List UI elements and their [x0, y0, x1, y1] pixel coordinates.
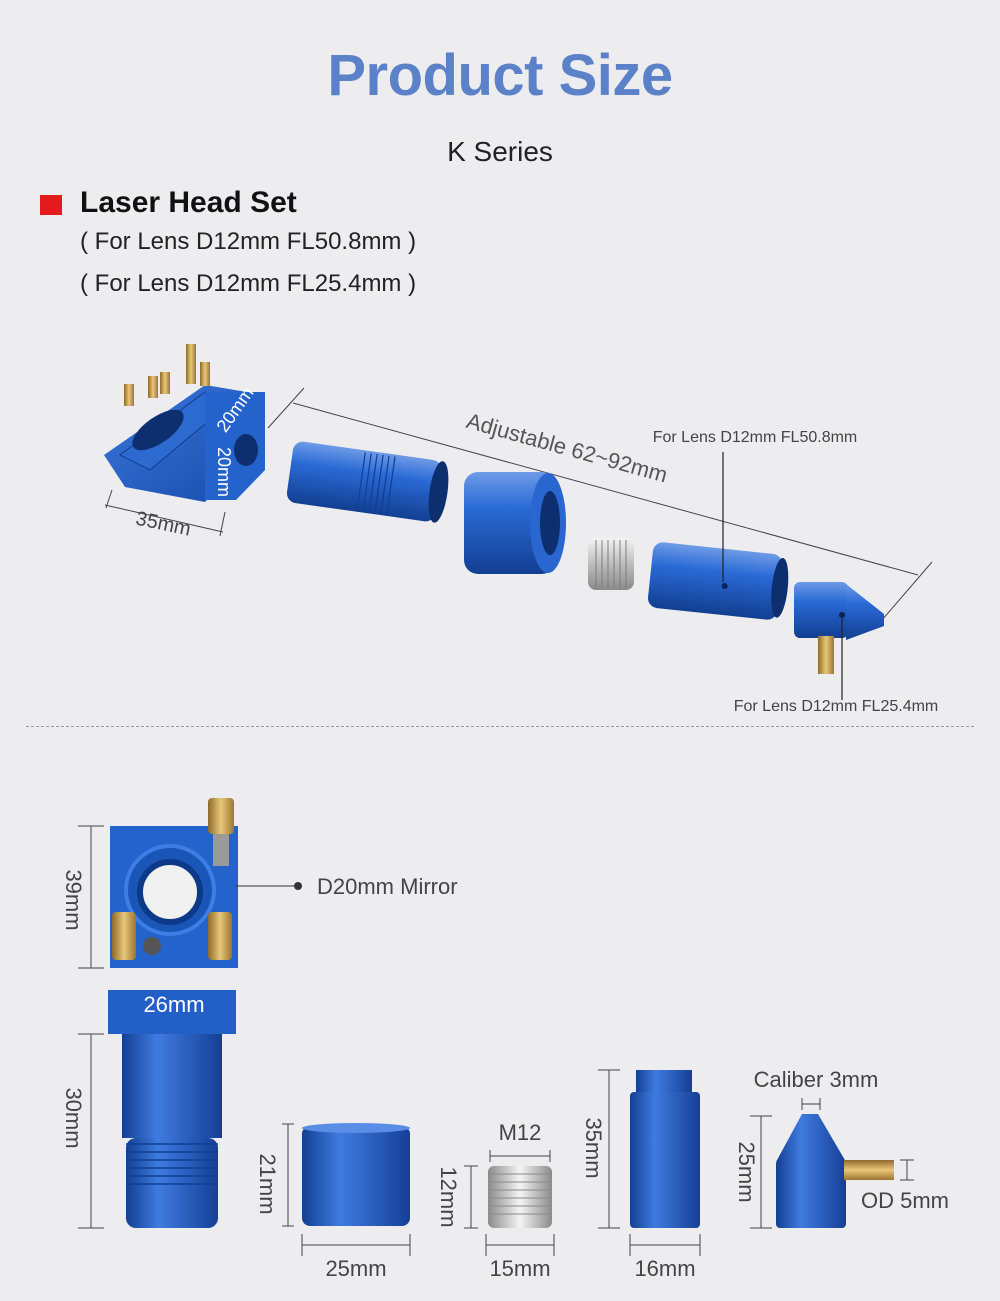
- exploded-view-diagram: 20mm 20mm 35mm Adjustable 62~92mm: [104, 344, 939, 715]
- tube-length-dim: 30mm: [61, 1087, 86, 1148]
- section-title: Laser Head Set: [80, 186, 297, 219]
- section-marker-icon: [40, 195, 62, 215]
- mirror-callout-dot: [294, 882, 302, 890]
- mount-height-dim: 39mm: [61, 869, 86, 930]
- nut-height-dim: 21mm: [255, 1153, 280, 1214]
- parts-dimension-diagram: 39mm 26mm D20mm Mirror 30mm 21mm 25mm: [61, 798, 949, 1281]
- mount-width-dim: 26mm: [143, 992, 204, 1017]
- knurled-nut-front: [302, 1123, 410, 1226]
- adjustable-dimline: [292, 402, 919, 576]
- nozzle-caliber-label: Caliber 3mm: [754, 1067, 879, 1092]
- ring-width-dim: 15mm: [489, 1256, 550, 1281]
- series-subtitle: K Series: [447, 136, 553, 167]
- ring-thread-label: M12: [499, 1120, 542, 1145]
- mount-width-dim: 35mm: [134, 508, 193, 541]
- thread-ring-exploded: [588, 538, 634, 590]
- mount-width-dimline: [104, 504, 224, 533]
- mirror-mount-exploded: [104, 344, 265, 502]
- callout-fl508: For Lens D12mm FL50.8mm: [653, 429, 858, 446]
- lens-tube-exploded: [286, 441, 449, 523]
- callout-fl254: For Lens D12mm FL25.4mm: [734, 698, 939, 715]
- extension-width-dim: 16mm: [634, 1256, 695, 1281]
- knurled-nut-exploded: [464, 472, 566, 574]
- extension-length-dim: 35mm: [581, 1117, 606, 1178]
- nozzle-front: [776, 1114, 894, 1228]
- mirror-label: D20mm Mirror: [317, 874, 458, 899]
- thread-ring-front: [488, 1166, 552, 1228]
- ring-height-dim: 12mm: [436, 1166, 461, 1227]
- nozzle-od-label: OD 5mm: [861, 1188, 949, 1213]
- lens-tube-front: [122, 1034, 222, 1228]
- lens-note-fl254: ( For Lens D12mm FL25.4mm ): [80, 270, 417, 297]
- lens-note-fl508: ( For Lens D12mm FL50.8mm ): [80, 228, 417, 255]
- nozzle-exploded: [794, 582, 884, 674]
- page-title: Product Size: [327, 43, 673, 108]
- nut-width-dim: 25mm: [325, 1256, 386, 1281]
- mirror-mount-front: [108, 798, 238, 1034]
- section-divider: [26, 726, 974, 727]
- mount-side-dim: 20mm: [214, 447, 234, 497]
- extension-tube-front: [630, 1070, 700, 1228]
- extension-tube-exploded: [648, 542, 789, 620]
- nozzle-height-dim: 25mm: [734, 1141, 759, 1202]
